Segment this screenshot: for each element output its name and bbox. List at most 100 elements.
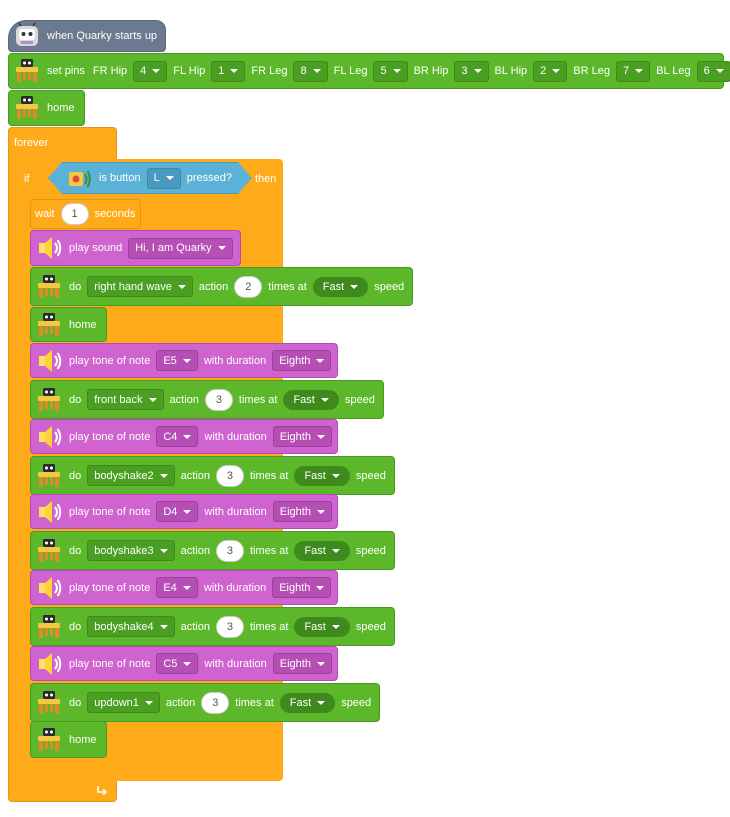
home-block[interactable]: home xyxy=(8,90,85,126)
home-label: home xyxy=(69,733,97,746)
button-sensor-icon xyxy=(65,164,93,192)
do-label: do xyxy=(69,280,82,293)
quadruped-robot-icon xyxy=(38,690,60,714)
note-dropdown[interactable]: E4 xyxy=(156,577,198,598)
speed-label: speed xyxy=(355,544,386,557)
button-dropdown[interactable]: L xyxy=(147,168,181,189)
wait-block[interactable]: wait 1 seconds xyxy=(30,199,141,229)
quadruped-robot-icon xyxy=(38,274,60,298)
wait-seconds-input[interactable]: 1 xyxy=(60,203,89,225)
play-sound-label: play sound xyxy=(69,242,123,254)
with-duration-label: with duration xyxy=(203,354,267,367)
action-label: action xyxy=(180,469,210,482)
times-input[interactable]: 2 xyxy=(234,275,263,298)
times-at-label: times at xyxy=(238,393,278,406)
home-label: home xyxy=(47,102,75,114)
sound-dropdown[interactable]: Hi, I am Quarky xyxy=(128,237,233,259)
action-dropdown[interactable]: updown1 xyxy=(87,692,160,713)
note-dropdown[interactable]: C4 xyxy=(156,426,199,447)
speaker-icon xyxy=(38,651,62,676)
pin-label-fr-leg: FR Leg xyxy=(251,65,288,77)
set-pins-block[interactable]: set pins FR Hip 4 FL Hip 1 FR Leg 8 FL L… xyxy=(8,53,730,89)
with-duration-label: with duration xyxy=(203,581,267,594)
then-label: then xyxy=(255,173,277,185)
action-dropdown[interactable]: bodyshake4 xyxy=(87,616,175,637)
action-dropdown[interactable]: bodyshake2 xyxy=(87,465,175,486)
times-at-label: times at xyxy=(268,280,307,293)
pin-dropdown-br-leg[interactable]: 7 xyxy=(615,60,651,82)
action-dropdown[interactable]: front back xyxy=(87,389,164,410)
note-dropdown[interactable]: E5 xyxy=(156,350,198,371)
do-label: do xyxy=(69,696,82,709)
quadruped-robot-icon xyxy=(38,614,60,638)
pin-label-fr-hip: FR Hip xyxy=(92,65,128,77)
speed-dropdown[interactable]: Fast xyxy=(294,465,350,486)
times-input[interactable]: 3 xyxy=(204,388,233,411)
speed-dropdown[interactable]: Fast xyxy=(294,616,350,637)
play-tone-label: play tone of note xyxy=(69,430,151,443)
speed-label: speed xyxy=(355,620,386,633)
note-dropdown[interactable]: D4 xyxy=(156,501,199,522)
do-label: do xyxy=(69,469,82,482)
if-label: if xyxy=(24,173,30,185)
duration-dropdown[interactable]: Eighth xyxy=(272,653,332,674)
times-input[interactable]: 3 xyxy=(215,539,244,562)
speed-label: speed xyxy=(341,696,372,709)
button-pressed-condition[interactable]: is button L pressed? xyxy=(48,162,252,194)
duration-dropdown[interactable]: Eighth xyxy=(272,426,332,447)
times-input[interactable]: 3 xyxy=(215,615,244,638)
home-block[interactable]: home xyxy=(30,307,107,342)
pin-dropdown-fl-leg[interactable]: 5 xyxy=(373,60,408,82)
hat-block-when-starts-up[interactable]: when Quarky starts up xyxy=(8,20,166,52)
speaker-icon xyxy=(38,575,62,600)
speed-dropdown[interactable]: Fast xyxy=(283,389,339,410)
action-dropdown[interactable]: right hand wave xyxy=(87,276,193,297)
speed-dropdown[interactable]: Fast xyxy=(312,276,369,297)
speed-dropdown[interactable]: Fast xyxy=(279,692,336,713)
home-block[interactable]: home xyxy=(30,721,107,758)
pin-dropdown-bl-hip[interactable]: 2 xyxy=(533,60,568,82)
loop-arrow-icon xyxy=(97,786,108,796)
quadruped-robot-icon xyxy=(16,96,38,119)
action-label: action xyxy=(165,696,196,709)
do-label: do xyxy=(69,393,82,406)
pin-dropdown-fr-leg[interactable]: 8 xyxy=(293,60,328,82)
pin-dropdown-bl-leg[interactable]: 6 xyxy=(696,60,730,82)
play-sound-block[interactable]: play sound Hi, I am Quarky xyxy=(30,230,241,266)
play-tone-label: play tone of note xyxy=(69,657,151,670)
pin-label-bl-leg: BL Leg xyxy=(656,65,691,77)
pin-dropdown-fl-hip[interactable]: 1 xyxy=(211,60,246,82)
times-at-label: times at xyxy=(249,469,289,482)
set-pins-label: set pins xyxy=(47,65,85,77)
duration-dropdown[interactable]: Eighth xyxy=(272,501,332,522)
duration-dropdown[interactable]: Eighth xyxy=(272,350,332,371)
speaker-icon xyxy=(38,348,62,373)
speed-label: speed xyxy=(344,393,375,406)
seconds-label: seconds xyxy=(94,208,136,220)
hat-label: when Quarky starts up xyxy=(47,30,158,42)
pin-dropdown-br-hip[interactable]: 3 xyxy=(454,60,489,82)
pin-dropdown-fr-hip[interactable]: 4 xyxy=(133,60,168,82)
action-dropdown[interactable]: bodyshake3 xyxy=(87,540,175,561)
note-dropdown[interactable]: C5 xyxy=(156,653,199,674)
pin-label-bl-hip: BL Hip xyxy=(494,65,528,77)
speed-dropdown[interactable]: Fast xyxy=(294,540,350,561)
pin-label-br-hip: BR Hip xyxy=(413,65,449,77)
action-label: action xyxy=(198,280,229,293)
times-input[interactable]: 3 xyxy=(201,691,230,714)
speaker-icon xyxy=(38,236,62,260)
times-input[interactable]: 3 xyxy=(215,464,244,487)
duration-dropdown[interactable]: Eighth xyxy=(272,577,332,598)
is-button-label: is button xyxy=(99,172,141,184)
